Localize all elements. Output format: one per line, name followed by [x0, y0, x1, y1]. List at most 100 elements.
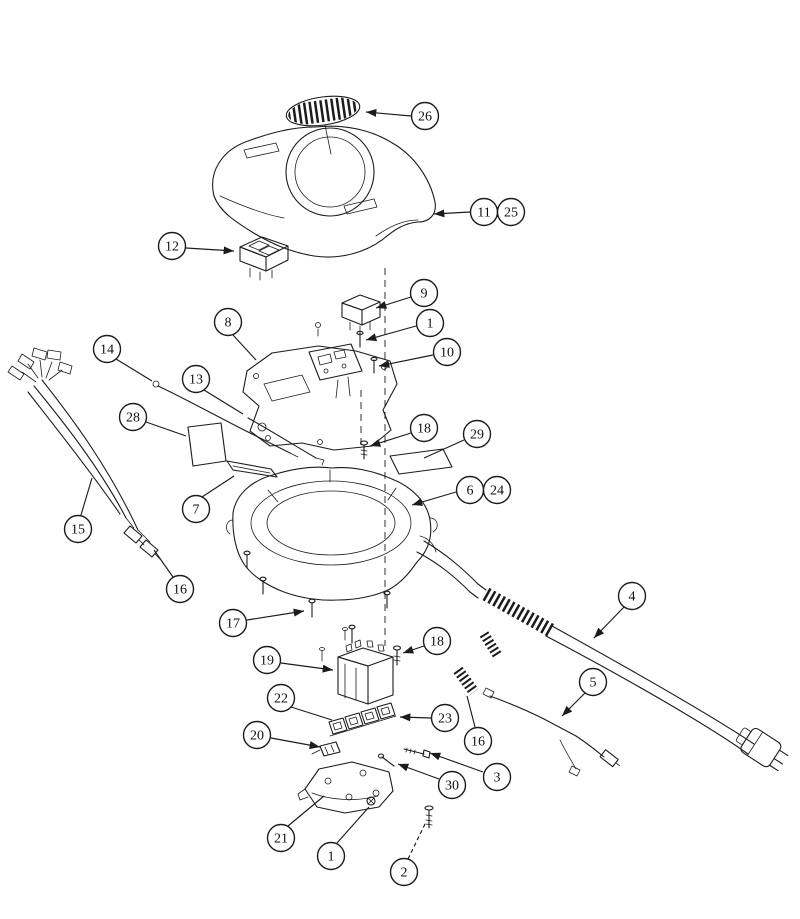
callout-21: 21	[266, 823, 296, 853]
part-connectors-16-left	[123, 517, 161, 560]
callout-number-11: 11	[477, 206, 490, 221]
callout-1: 1	[316, 841, 346, 871]
callout-circle-9	[409, 278, 439, 308]
callout-25: 25	[496, 197, 526, 227]
callout-28: 28	[118, 402, 148, 432]
leader-line-11	[433, 209, 471, 218]
part-spring-13	[247, 417, 325, 466]
callout-circle-18	[422, 626, 452, 656]
callout-30: 30	[437, 770, 467, 800]
part-terminal-block	[328, 702, 397, 737]
leader-line-9	[375, 296, 412, 309]
callout-14: 14	[92, 334, 122, 364]
callout-number-18: 18	[417, 422, 431, 437]
part-screw-1-bottom	[366, 796, 376, 806]
callout-circle-17	[218, 608, 248, 638]
part-screw-10	[370, 356, 378, 374]
callout-circle-25	[496, 197, 526, 227]
leader-line-7	[201, 475, 235, 498]
callout-circle-29	[462, 419, 492, 449]
callout-number-20: 20	[250, 729, 264, 744]
part-screw-3	[403, 747, 431, 759]
callout-number-14: 14	[100, 343, 114, 358]
leader-line-23	[399, 713, 432, 722]
callout-number-16: 16	[173, 583, 187, 598]
callout-circle-15	[63, 514, 93, 544]
callout-4: 4	[617, 581, 647, 611]
callout-number-1: 1	[328, 850, 335, 865]
part-circuit-board	[308, 343, 363, 399]
callout-number-4: 4	[629, 590, 636, 605]
callout-15: 15	[63, 514, 93, 544]
callout-circle-14	[92, 334, 122, 364]
part-label-29	[389, 448, 453, 475]
callout-circle-10	[432, 337, 462, 367]
callout-circle-2	[389, 857, 419, 887]
leader-line-6	[411, 491, 457, 506]
part-pad-28	[187, 422, 227, 467]
leader-lines-layer	[80, 108, 625, 860]
leader-line-14	[115, 358, 153, 382]
leader-line-22	[290, 706, 333, 721]
part-rod-14	[152, 380, 299, 458]
callout-number-30: 30	[445, 779, 459, 794]
part-module-19	[319, 627, 394, 705]
part-cable-5	[482, 687, 621, 777]
callout-circle-1	[316, 841, 346, 871]
callout-26: 26	[410, 101, 440, 131]
callout-circle-8	[213, 307, 243, 337]
callout-number-9: 9	[421, 287, 428, 302]
leader-line-19	[280, 662, 334, 673]
callout-circle-21	[266, 823, 296, 853]
leader-line-16	[466, 695, 476, 728]
leader-line-3	[429, 752, 484, 773]
callout-circle-5	[578, 667, 608, 697]
callout-17: 17	[218, 608, 248, 638]
leader-line-2	[407, 821, 427, 860]
callout-18: 18	[409, 413, 439, 443]
part-bolt-30	[377, 753, 395, 767]
leader-line-16	[153, 549, 174, 578]
callout-circle-26	[410, 101, 440, 131]
part-lever-7	[226, 460, 278, 478]
part-screw-1-top	[356, 330, 364, 348]
callout-number-28: 28	[126, 411, 140, 426]
callout-number-19: 19	[260, 654, 274, 669]
callout-10: 10	[432, 337, 462, 367]
leader-line-12	[185, 246, 235, 255]
part-switch-12	[239, 236, 289, 281]
leader-line-1	[365, 325, 417, 342]
callout-29: 29	[462, 419, 492, 449]
callout-number-8: 8	[225, 316, 232, 331]
part-upper-housing	[212, 125, 436, 258]
callout-number-13: 13	[189, 373, 203, 388]
callout-number-10: 10	[440, 346, 454, 361]
callout-number-23: 23	[438, 712, 452, 727]
callout-number-12: 12	[165, 240, 179, 255]
callout-circle-28	[118, 402, 148, 432]
leader-line-18	[369, 432, 412, 447]
callout-circle-24	[482, 475, 512, 505]
callout-number-2: 2	[401, 866, 408, 881]
part-screw-2	[424, 805, 434, 829]
callout-number-16: 16	[471, 735, 485, 750]
callout-6: 6	[455, 475, 485, 505]
callout-9: 9	[409, 278, 439, 308]
callout-7: 7	[181, 494, 211, 524]
leader-line-1	[336, 806, 370, 844]
callout-number-1: 1	[427, 317, 434, 332]
leader-line-15	[80, 477, 93, 516]
callout-11: 11	[469, 197, 499, 227]
callout-number-17: 17	[226, 617, 240, 632]
callout-number-26: 26	[418, 110, 432, 125]
callout-24: 24	[482, 475, 512, 505]
callout-22: 22	[266, 683, 296, 713]
callout-number-21: 21	[274, 832, 288, 847]
callout-8: 8	[213, 307, 243, 337]
callout-circle-19	[252, 645, 282, 675]
callout-1: 1	[415, 308, 445, 338]
centerline	[360, 268, 386, 646]
part-boot-upper	[479, 631, 503, 659]
callout-number-29: 29	[470, 428, 484, 443]
